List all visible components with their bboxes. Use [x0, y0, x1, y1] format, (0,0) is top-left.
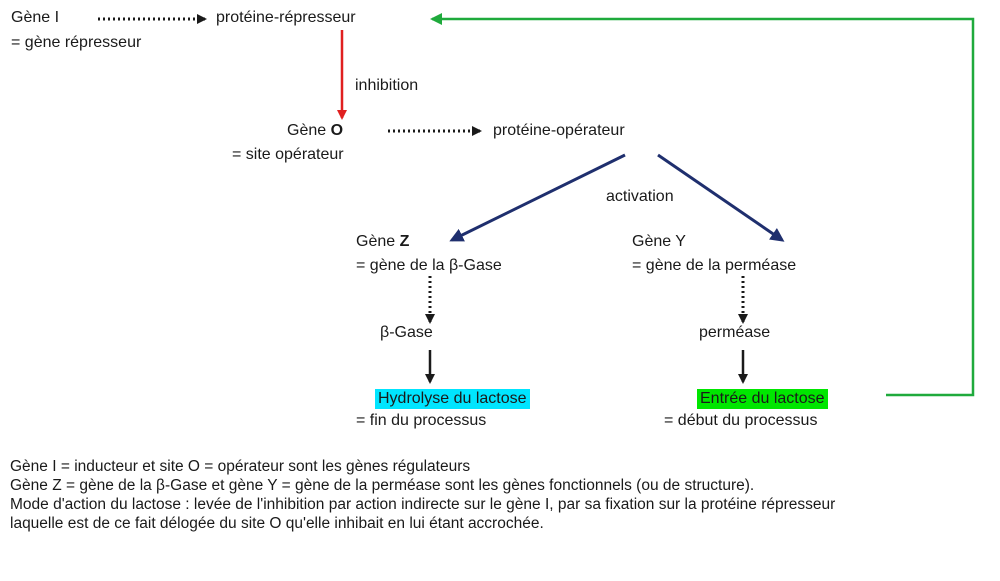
gene-o-label: Gène O — [287, 122, 344, 139]
beta-gase-label: β-Gase — [380, 324, 433, 341]
note-line: Gène Z = gène de la β-Gase et gène Y = g… — [10, 477, 755, 494]
feedback-arrow — [430, 13, 975, 397]
inhibition-label: inhibition — [355, 77, 419, 94]
entree-subtitle: = début du processus — [664, 412, 818, 429]
gene-z-subtitle: = gène de la β-Gase — [356, 257, 502, 274]
activation-label: activation — [606, 188, 674, 205]
note-line: Gène I = inducteur et site O = opérateur… — [10, 458, 471, 475]
notes-block: Gène I = inducteur et site O = opérateur… — [10, 457, 890, 533]
gene-z-label: Gène Z — [356, 233, 410, 250]
gene-y-label: Gène Y — [632, 233, 686, 250]
permease-label: perméase — [699, 324, 771, 341]
gene-i-subtitle: = gène répresseur — [11, 34, 142, 51]
activation-arrow-z — [449, 153, 626, 242]
hydrolyse-highlight: Hydrolyse du lactose — [375, 389, 530, 409]
gene-i-label: Gène I — [11, 9, 60, 26]
proteine-represseur: protéine-répresseur — [216, 9, 356, 26]
note-line: Mode d'action du lactose : levée de l'in… — [10, 496, 836, 532]
proteine-operateur: protéine-opérateur — [493, 122, 625, 139]
gene-y-subtitle: = gène de la perméase — [632, 257, 797, 274]
gene-o-subtitle: = site opérateur — [232, 146, 344, 163]
activation-arrow-y — [657, 153, 785, 242]
hydrolyse-subtitle: = fin du processus — [356, 412, 487, 429]
entree-highlight: Entrée du lactose — [697, 389, 828, 409]
